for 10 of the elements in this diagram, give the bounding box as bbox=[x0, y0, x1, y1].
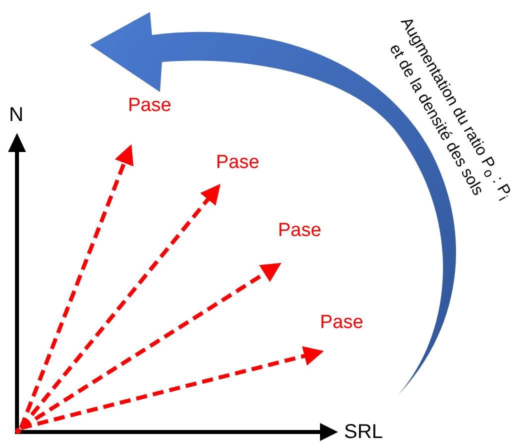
dashed-arrow bbox=[20, 346, 324, 430]
axis-label: N bbox=[9, 104, 24, 126]
axis-label: SRL bbox=[344, 421, 383, 442]
arrow-label: Pase bbox=[278, 220, 322, 242]
dashed-arrow bbox=[19, 144, 134, 429]
dashed-arrow bbox=[20, 262, 282, 430]
arrow-label: Pase bbox=[128, 95, 172, 117]
arrow-label: Pase bbox=[320, 312, 364, 334]
dashed-arrow bbox=[19, 184, 221, 430]
arrow-label: Pase bbox=[216, 152, 260, 174]
